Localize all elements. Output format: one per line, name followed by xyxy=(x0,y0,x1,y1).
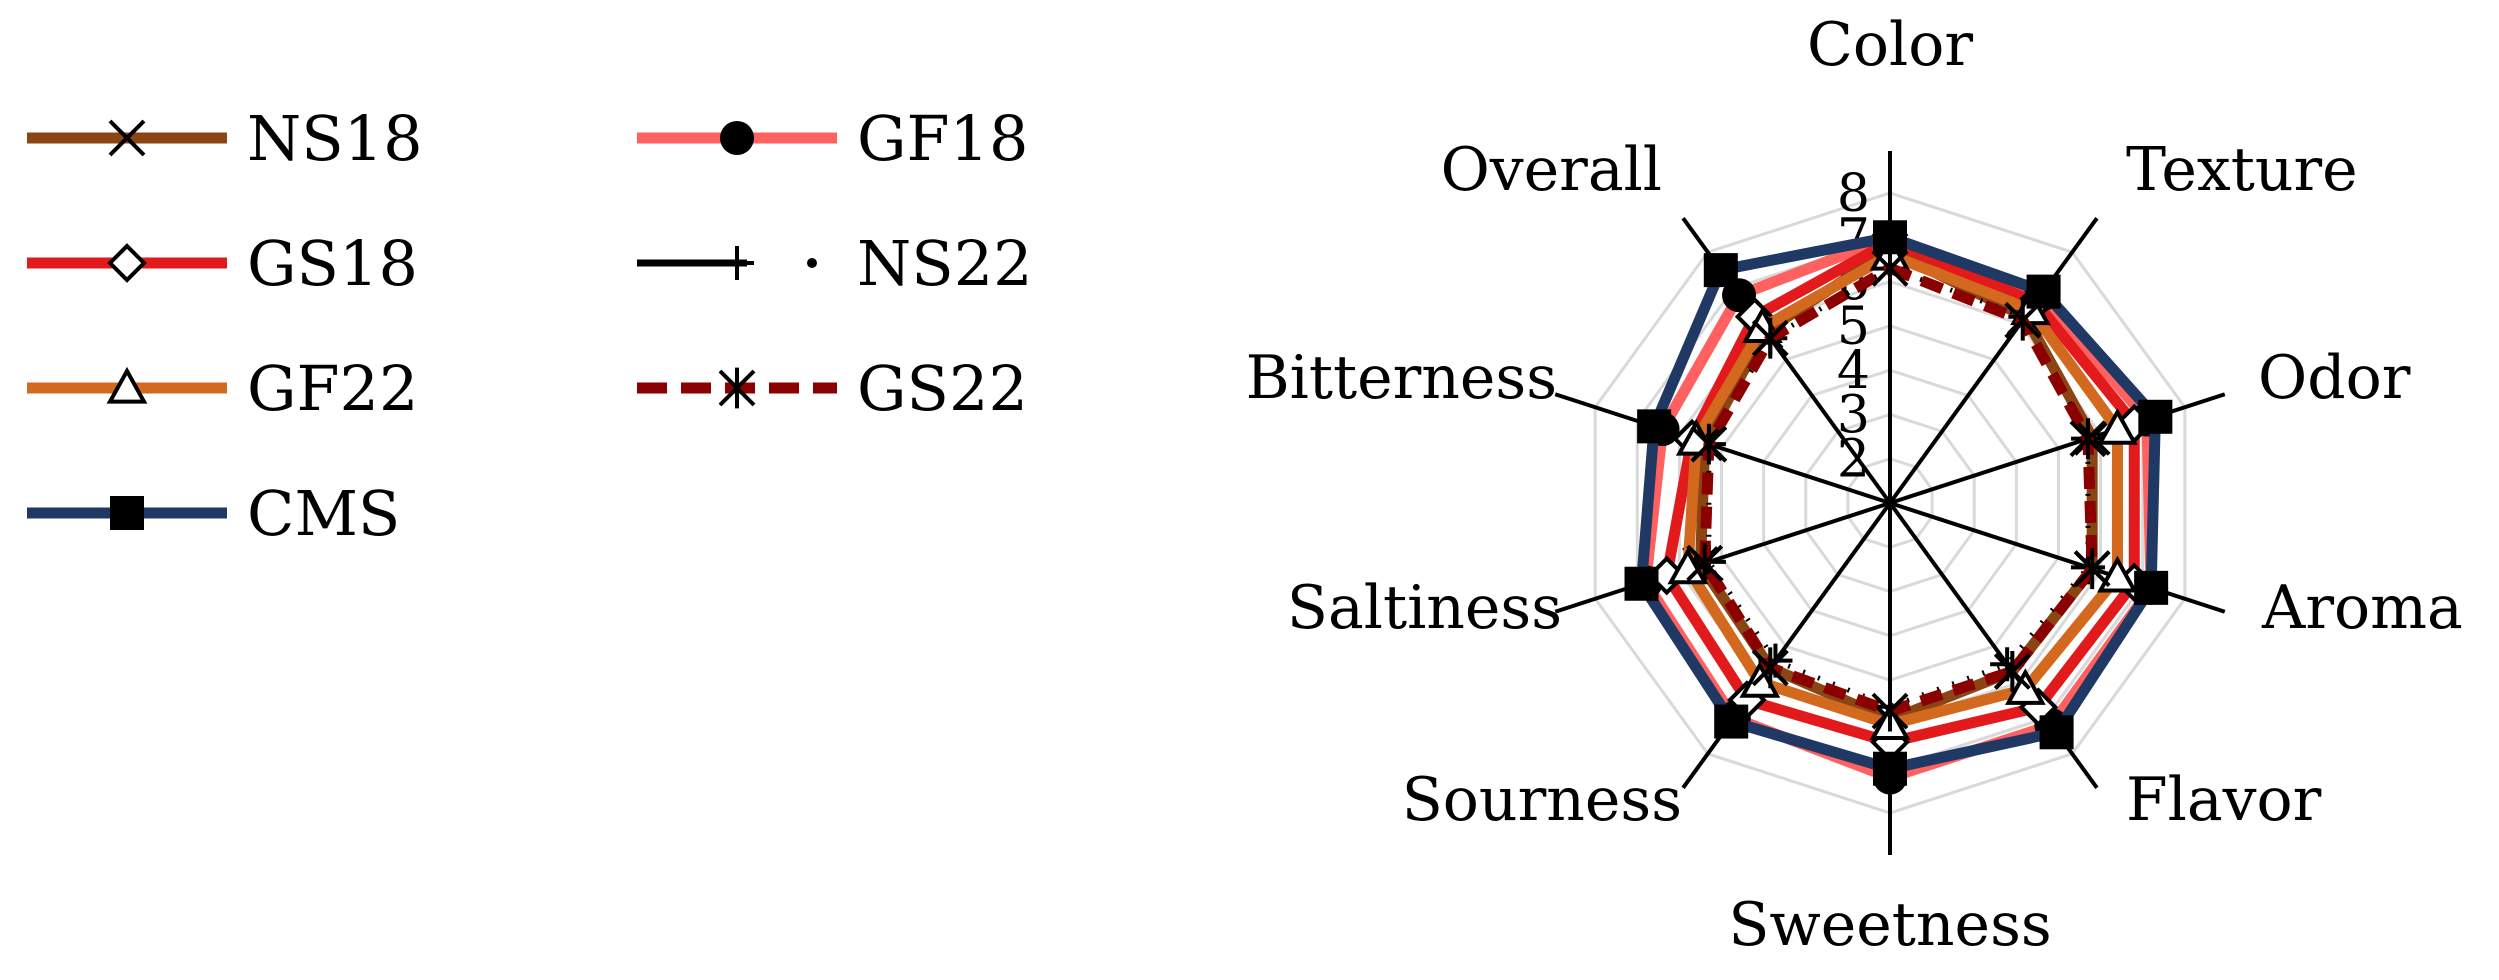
spoke-aroma xyxy=(1889,501,2226,614)
point-gs22-bitterness xyxy=(1690,423,1728,465)
axis-label-texture: Texture xyxy=(2126,135,2358,205)
tick-label-3: 3 xyxy=(1837,385,1870,445)
spoke-sourness xyxy=(1681,501,1892,789)
point-cms-sweetness xyxy=(1873,751,1907,786)
axis-label-saltiness: Saltiness xyxy=(1287,573,1562,643)
point-cms-bitterness xyxy=(1637,409,1672,444)
point-cms-aroma xyxy=(2134,570,2169,605)
point-gf22-saltiness xyxy=(1667,547,1709,585)
legend-item-cms: CMS xyxy=(27,477,400,550)
point-cms-overall xyxy=(1703,253,1738,288)
legend-marker-gs22 xyxy=(718,367,756,409)
point-cms-flavor xyxy=(2039,715,2074,750)
point-cms-sourness xyxy=(1714,704,1749,739)
legend-label-gf18: GF18 xyxy=(857,102,1028,175)
tick-label-5: 5 xyxy=(1837,297,1870,357)
axis-label-sweetness: Sweetness xyxy=(1728,890,2051,960)
point-cms-saltiness xyxy=(1624,566,1659,601)
point-gf22-flavor xyxy=(2004,668,2046,705)
legend-label-ns18: NS18 xyxy=(247,102,423,175)
point-gs22-sweetness xyxy=(1871,690,1909,732)
legend-label-gs22: GS22 xyxy=(857,352,1028,425)
legend-label-cms: CMS xyxy=(247,477,400,550)
axis-label-aroma: Aroma xyxy=(2261,573,2463,643)
series-group xyxy=(1624,220,2173,795)
tick-label-8: 8 xyxy=(1837,164,1870,224)
legend-marker-ns18 xyxy=(108,119,146,157)
axis-label-flavor: Flavor xyxy=(2126,765,2322,835)
tick-label-4: 4 xyxy=(1837,341,1870,401)
point-gs22-texture xyxy=(2004,299,2042,341)
axis-label-sourness: Sourness xyxy=(1402,765,1682,835)
point-gs22-color xyxy=(1871,247,1909,289)
legend-label-gf22: GF22 xyxy=(247,352,418,425)
legend-label-ns22: NS22 xyxy=(857,227,1033,300)
point-cms-color xyxy=(1873,220,1907,255)
legend-marker-cms xyxy=(110,496,144,530)
point-gs22-sourness xyxy=(1751,647,1789,689)
legend-item-gf22: GF22 xyxy=(27,352,418,425)
legend-item-ns18: NS18 xyxy=(27,102,423,175)
legend-item-gf18: GF18 xyxy=(637,102,1028,175)
legend-marker-gf22 xyxy=(106,366,148,404)
legend-marker-gs18 xyxy=(107,243,147,283)
spoke-texture xyxy=(1888,217,2099,505)
legend-marker-gf18 xyxy=(720,121,754,155)
series-cms xyxy=(1624,220,2173,786)
legend-item-gs18: GS18 xyxy=(27,227,418,300)
point-gf22-odor xyxy=(2097,407,2138,445)
spoke-bitterness xyxy=(1554,392,1891,505)
point-cms-texture xyxy=(2026,274,2061,309)
legend-item-ns22: NS22 xyxy=(637,227,1033,300)
legend-marker-ns22 xyxy=(720,246,754,280)
legend-dot-ns22 xyxy=(807,258,817,268)
point-gs22-saltiness xyxy=(1686,542,1724,584)
series-gs22 xyxy=(1686,247,2111,732)
point-gs22-odor xyxy=(2069,418,2107,460)
legend-item-gs22: GS22 xyxy=(637,352,1028,425)
axis-label-bitterness: Bitterness xyxy=(1246,343,1557,413)
spoke-saltiness xyxy=(1554,501,1891,614)
point-gs22-overall xyxy=(1751,317,1789,359)
axis-label-overall: Overall xyxy=(1441,135,1662,205)
tick-label-2: 2 xyxy=(1837,430,1870,490)
point-gs22-aroma xyxy=(2073,548,2111,590)
axis-label-color: Color xyxy=(1807,10,1973,80)
axis-label-odor: Odor xyxy=(2258,343,2411,413)
legend-label-gs18: GS18 xyxy=(247,227,418,300)
point-gs22-flavor xyxy=(1993,650,2031,692)
point-cms-odor xyxy=(2138,399,2173,434)
